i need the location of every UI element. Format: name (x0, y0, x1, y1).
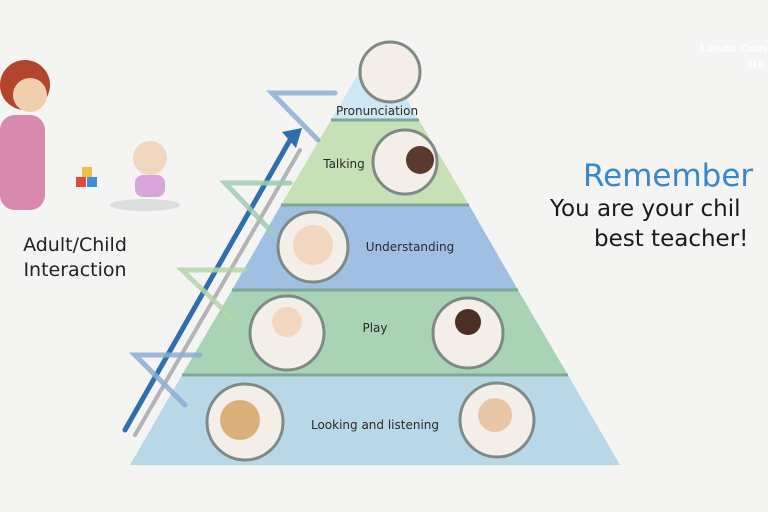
pronunciation-illustration (358, 40, 422, 104)
level-label-pronunciation: Pronunciation (335, 104, 419, 118)
level-label-talking: Talking (323, 157, 365, 171)
level-label-looking: Looking and listening (310, 418, 440, 432)
watermark-line2: He (748, 58, 765, 71)
faces (220, 146, 512, 440)
left-caption-line1: Adult/Child (23, 234, 127, 256)
remember-heading: Remember (583, 158, 754, 194)
illustration-circles (205, 40, 536, 462)
left-caption-line2: Interaction (23, 259, 127, 281)
level-label-play: Play (362, 321, 388, 335)
talking-child-illustration (371, 128, 439, 196)
progress-arrows (122, 90, 338, 437)
message-line2: best teacher! (594, 226, 749, 252)
watermark-line1: Leeds Com (700, 42, 768, 55)
message-line1: You are your chil (550, 196, 741, 222)
level-label-understanding: Understanding (365, 240, 455, 254)
band-dividers (182, 118, 568, 377)
adult-and-baby-illustration (0, 60, 180, 211)
